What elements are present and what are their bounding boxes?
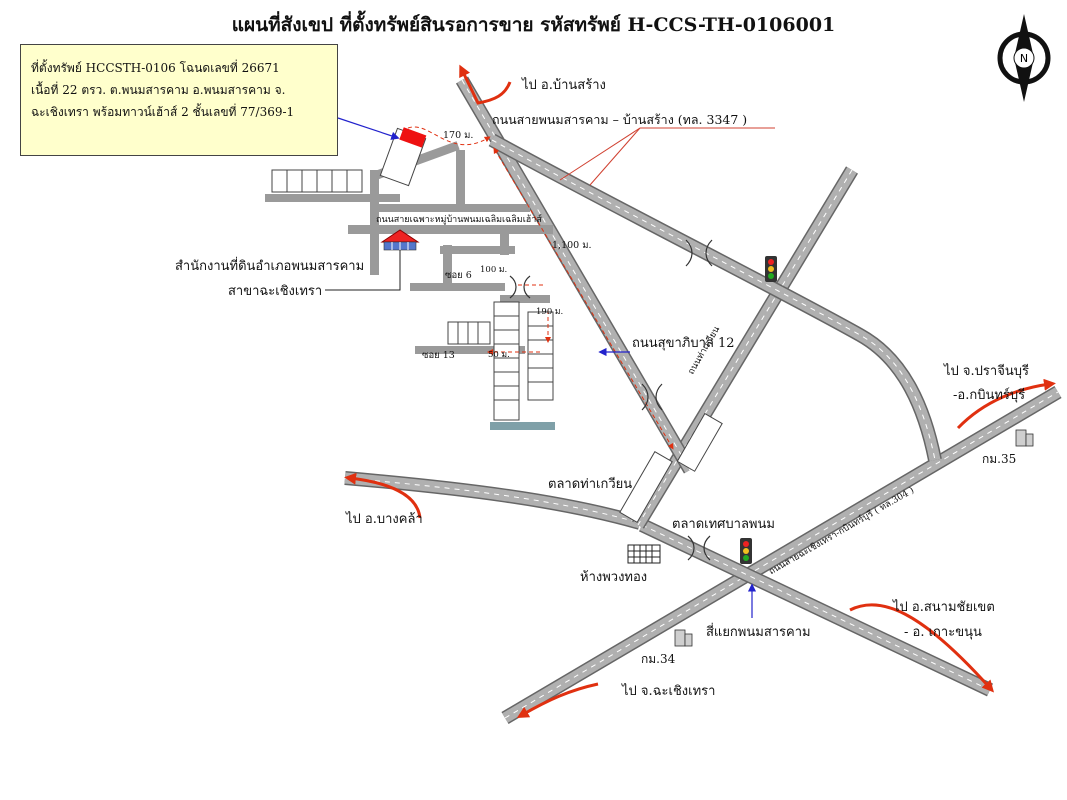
label-dist-100: 100 ม. — [480, 265, 508, 275]
label-km34: กม.34 — [641, 652, 676, 666]
label-dist-190: 190 ม. — [536, 307, 564, 317]
label-to-prachinburi-1: ไป จ.ปราจีนบุรี — [944, 364, 1029, 379]
label-dist-170: 170 ม. — [443, 130, 474, 141]
property-highlight — [399, 127, 427, 148]
land-office-pointer — [325, 250, 401, 291]
label-to-sanam-chai-2: - อ. เกาะขนุน — [904, 625, 982, 640]
north-label: N — [1020, 52, 1028, 65]
traffic-light-icon — [740, 538, 752, 564]
label-land-office-2: สาขาฉะเชิงเทรา — [228, 284, 323, 299]
label-km35: กม.35 — [982, 452, 1017, 466]
label-market-tha-kwian: ตลาดท่าเกวียน — [548, 477, 633, 492]
label-market-municipal: ตลาดเทศบาลพนม — [672, 517, 775, 532]
land-office-icon — [380, 229, 420, 251]
label-dist-1100: 1,100 ม. — [552, 240, 592, 251]
label-sukhaphiban: ถนนสุขาภิบาล 12 — [632, 336, 735, 351]
info-line: ฉะเชิงเทรา พร้อมทาวน์เฮ้าส์ 2 ชั้นเลขที่… — [31, 105, 295, 119]
bridge-marks — [509, 239, 713, 561]
road-tha-kwian — [632, 166, 858, 529]
km-post-icon — [674, 429, 1034, 647]
label-road-3347: ถนนสายพนมสารคาม – บ้านสร้าง (ทล. 3347 ) — [492, 112, 748, 127]
road-sanam-chai — [639, 518, 993, 697]
label-to-sanam-chai-1: ไป อ.สนามชัยเขต — [893, 600, 995, 615]
label-junction: สี่แยกพนมสารคาม — [706, 625, 811, 640]
label-to-bang-khla: ไป อ.บางคล้า — [346, 512, 423, 527]
label-village-road: ถนนสายเฉพาะหมู่บ้านพนมเฉลิมเฉลิมเฮ้าส์ — [376, 215, 542, 225]
label-to-ban-sang: ไป อ.บ้านสร้าง — [522, 78, 606, 93]
label-soi-6: ซอย 6 — [445, 270, 472, 281]
road-304 — [501, 385, 1062, 725]
road-3347-leaders — [559, 127, 775, 186]
label-land-office-1: สำนักงานที่ดินอำเภอพนมสารคาม — [175, 259, 365, 274]
property-info-box: ที่ตั้งทรัพย์ HCCSTH-0106 โฉนดเลขที่ 266… — [20, 44, 338, 156]
label-dist-50: 50 ม. — [488, 350, 510, 360]
road-bang-khla — [344, 471, 642, 530]
townhouses — [271, 127, 723, 523]
traffic-light-icon — [765, 256, 777, 282]
info-line: เนื้อที่ 22 ตรว. ต.พนมสารคาม อ.พนมสารคาม… — [31, 83, 286, 97]
label-soi-13: ซอย 13 — [422, 350, 455, 361]
store-icon — [627, 544, 661, 564]
direction-arrows — [344, 64, 1056, 718]
route-dashed — [407, 126, 674, 450]
pointer-arrows — [337, 117, 757, 618]
map-title: แผนที่สังเขป ที่ตั้งทรัพย์สินรอการขาย รห… — [231, 14, 836, 36]
label-to-chachoengsao: ไป จ.ฉะเชิงเทรา — [622, 684, 716, 699]
info-line: ที่ตั้งทรัพย์ HCCSTH-0106 โฉนดเลขที่ 266… — [31, 61, 280, 75]
label-phuang-thong: ห้างพวงทอง — [580, 570, 648, 585]
label-to-prachinburi-2: -อ.กบินทร์บุรี — [953, 388, 1026, 403]
north-compass-icon: N — [997, 14, 1051, 102]
